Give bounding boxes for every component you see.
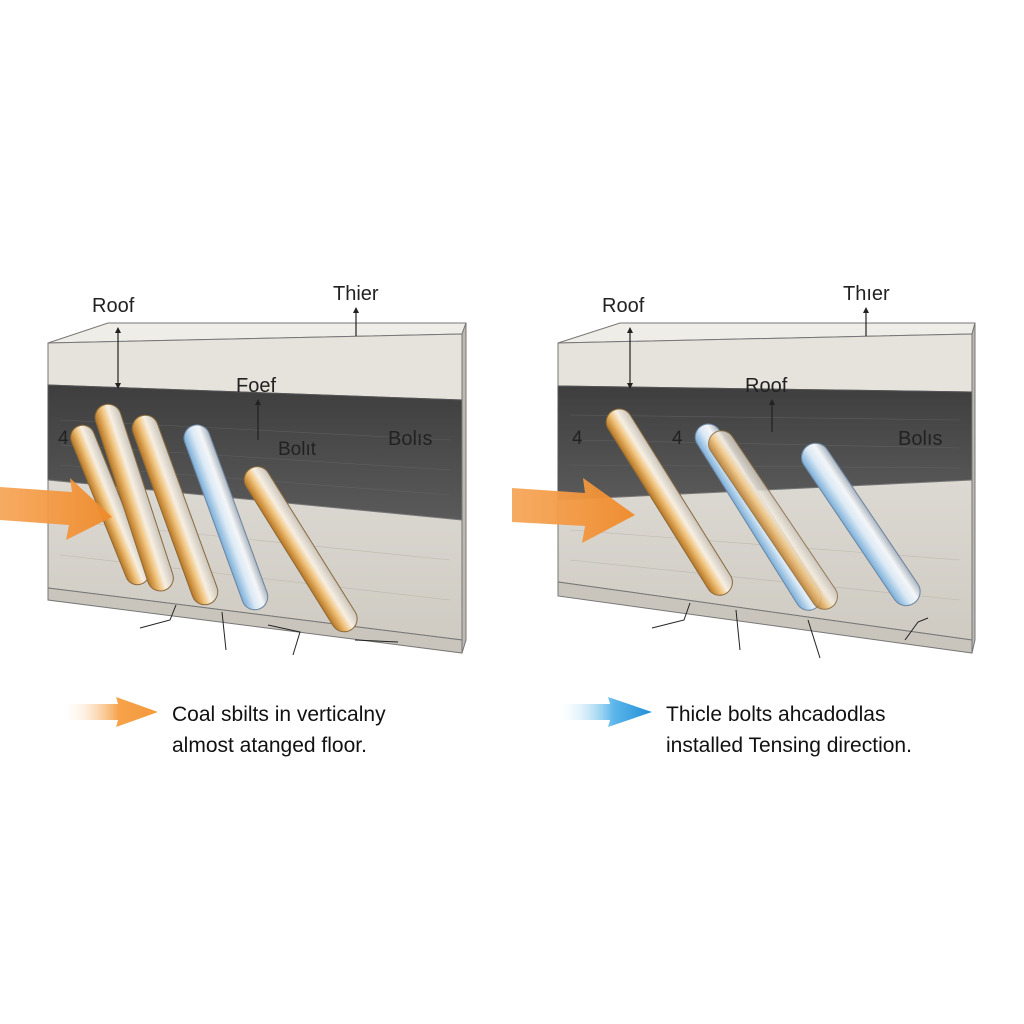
left-bolt-4	[183, 424, 269, 611]
left-caption-line-2: almost atanged floor.	[172, 734, 367, 757]
left-bolt-3	[131, 414, 219, 606]
left-bolt-2	[94, 403, 174, 592]
left-push-arrow	[0, 478, 112, 540]
right-bolt-5	[708, 430, 838, 610]
right-caption-arrow	[556, 697, 652, 727]
right-thier-label: Thıer	[843, 283, 890, 305]
right-caption-line-2: installed Tensing direction.	[666, 734, 912, 757]
right-bolt-number-a: 4	[572, 428, 583, 449]
right-caption: Thicle bolts ahcadodlas installed Tensin…	[666, 699, 912, 761]
right-push-arrow	[512, 478, 635, 543]
left-thier-label: Thier	[333, 283, 379, 305]
left-caption-arrow	[60, 697, 158, 727]
right-block	[512, 322, 976, 659]
right-roof-mid-label: Roof	[745, 375, 788, 397]
left-side-face	[461, 322, 467, 654]
left-caption-line-1: Coal sbilts in verticalny	[172, 703, 386, 726]
right-bolt-number-b: 4	[672, 428, 683, 449]
left-roof-label: Roof	[92, 295, 135, 317]
left-caption: Coal sbilts in verticalny almost atanged…	[172, 699, 386, 761]
right-roof-label: Roof	[602, 295, 645, 317]
right-side-face	[971, 322, 976, 654]
left-foef-label: Foef	[236, 375, 276, 397]
left-bolt-label: Bolıt	[278, 439, 317, 460]
left-bolts-label: Bolıs	[388, 428, 432, 450]
right-caption-line-1: Thicle bolts ahcadodlas	[666, 703, 886, 726]
left-block	[0, 322, 467, 656]
right-bolts-label: Bolıs	[898, 428, 942, 450]
right-bolt-1	[605, 408, 733, 596]
right-bolt-4	[801, 442, 921, 607]
left-bolt-5	[243, 466, 358, 633]
left-bolt-number: 4	[58, 428, 69, 449]
